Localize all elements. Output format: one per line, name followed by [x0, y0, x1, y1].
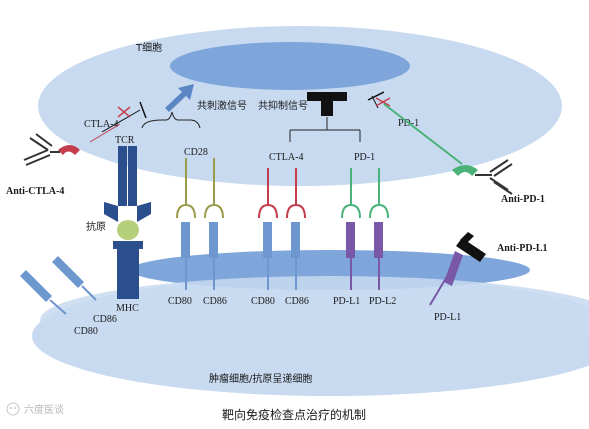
anti-pdl1-label: Anti-PD-L1: [497, 243, 548, 254]
ctla4-mid-label: CTLA-4: [269, 152, 303, 163]
cd86-left-molecule: [52, 256, 97, 301]
coinhib-bracket: [289, 117, 361, 142]
ctla4-receptors: [258, 168, 306, 219]
anti-pdl1-antibody-icon: [456, 232, 486, 262]
anti-pd1-label: Anti-PD-1: [501, 194, 545, 205]
pd1-receptors: [341, 168, 389, 219]
costim-brace: [141, 111, 201, 129]
pdl1-right-label: PD-L1: [434, 312, 461, 323]
costim-label: 共刺激信号: [197, 99, 247, 112]
t-cell-nucleus: [170, 42, 410, 90]
antigen-label: 抗原: [86, 220, 106, 233]
t-cell-body: [38, 26, 562, 186]
figure-caption: 靶向免疫检查点治疗的机制: [222, 407, 366, 422]
t-cell-label: T细胞: [135, 41, 162, 54]
cd28-label: CD28: [184, 147, 208, 158]
cd86-left-label: CD86: [93, 314, 117, 325]
watermark-logo-icon: [6, 402, 20, 416]
tumor-cell-overlay: [40, 276, 589, 364]
antigen-icon: [117, 220, 139, 240]
anti-ctla4-label: Anti-CTLA-4: [6, 186, 64, 197]
tumor-cell-label: 肿瘤细胞/抗原呈递细胞: [209, 372, 312, 385]
cd86-label-2: CD86: [285, 296, 309, 307]
cd80-label-1: CD80: [168, 296, 192, 307]
coinhib-label: 共抑制信号: [258, 99, 308, 112]
cd86-label-1: CD86: [203, 296, 227, 307]
watermark-text: 六度医谈: [24, 403, 64, 416]
mhc-molecule: [113, 241, 143, 299]
tcr-receptor: [104, 146, 151, 222]
mhc-label: MHC: [116, 303, 139, 314]
pdl1-right-molecule: [429, 251, 463, 306]
cd80-cd86-pair-2: [263, 222, 300, 290]
pdl2-label: PD-L2: [369, 296, 396, 307]
cd80-label-2: CD80: [251, 296, 275, 307]
cd80-left-label: CD80: [74, 326, 98, 337]
costim-arrow-icon: [165, 84, 194, 112]
cd28-receptors: [176, 158, 224, 219]
ctla4-top-label: CTLA-4: [84, 119, 118, 130]
tcr-label: TCR: [115, 135, 135, 146]
inhibition-t-icon: [307, 92, 347, 116]
pdl1-pdl2-pair: [346, 222, 383, 290]
cd80-left-molecule: [20, 270, 67, 315]
cd80-cd86-pair-1: [181, 222, 218, 290]
anti-pd1-antibody-icon: [452, 159, 513, 195]
pdl1-label: PD-L1: [333, 296, 360, 307]
pd1-mid-label: PD-1: [354, 152, 375, 163]
ctla4-blocked-line: [89, 101, 147, 143]
anti-ctla4-antibody-icon: [23, 133, 80, 166]
pd1-blocked-line: [367, 91, 463, 165]
